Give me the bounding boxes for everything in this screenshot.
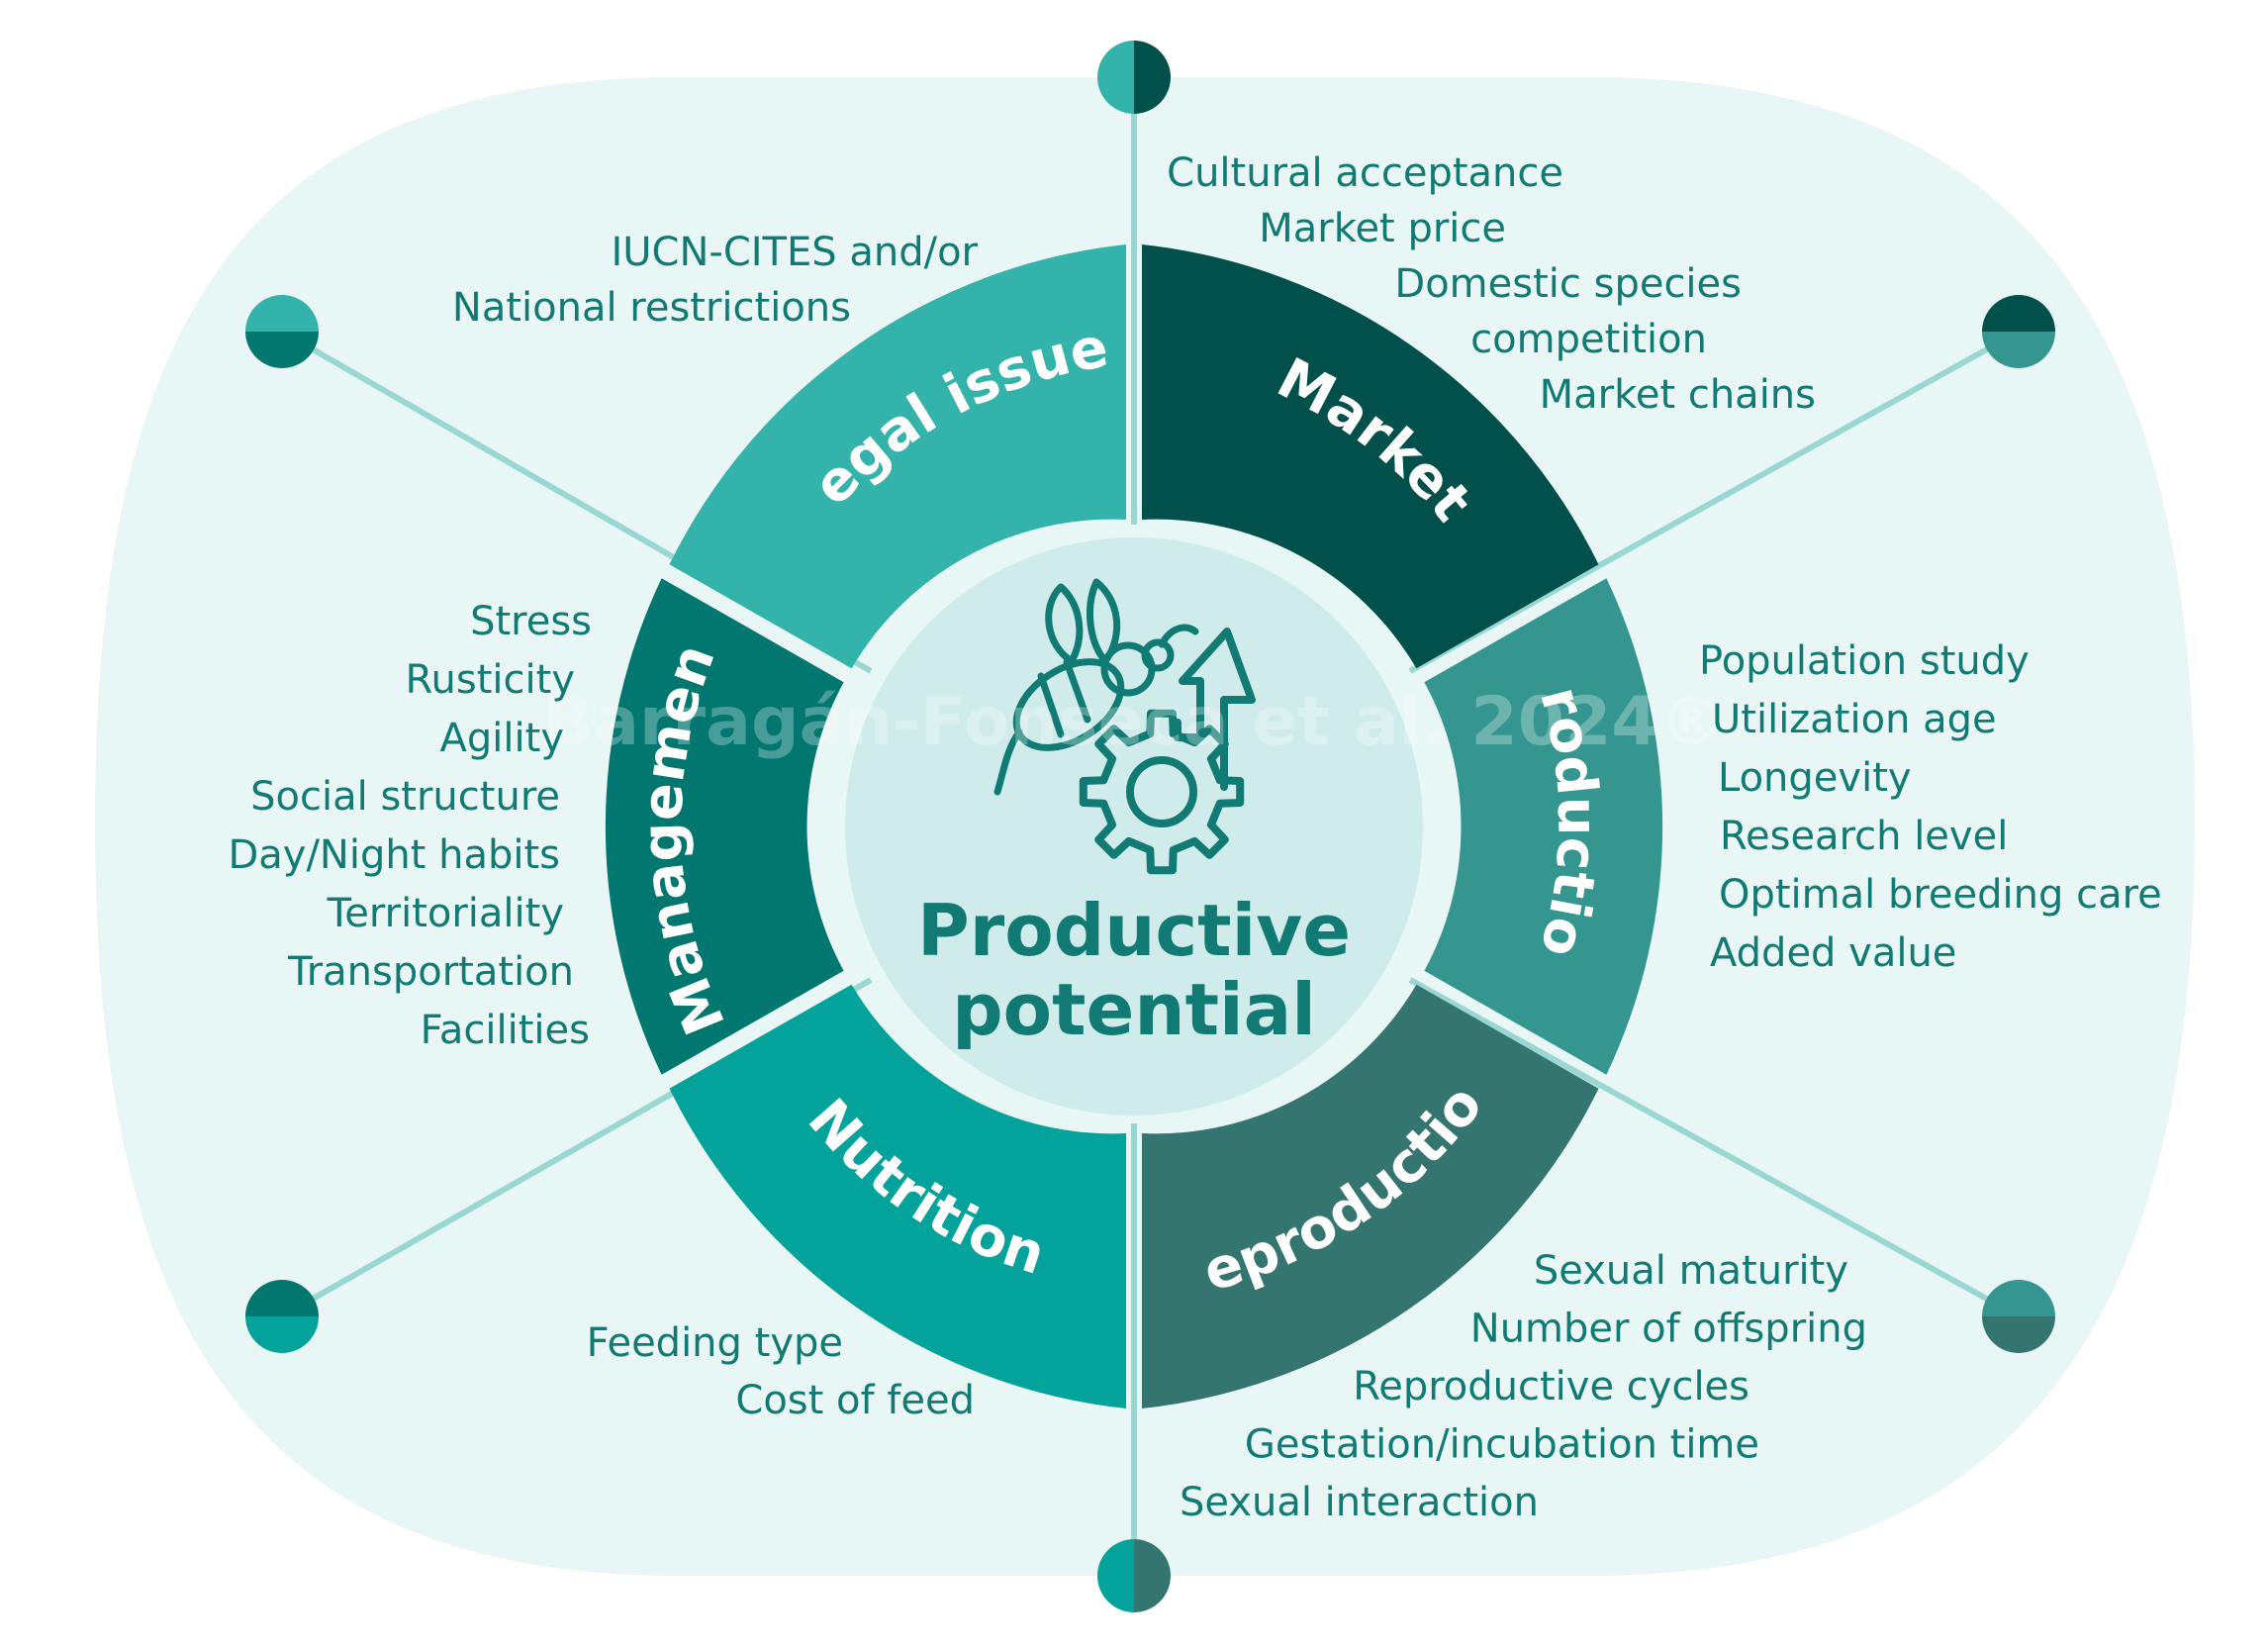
dot-lower-left <box>245 1280 319 1353</box>
reproduction-factor: Gestation/incubation time <box>1245 1422 1759 1468</box>
legal-factor: IUCN-CITES and/or <box>611 230 978 275</box>
segment-management <box>605 578 844 1075</box>
segment-reproduction <box>1142 984 1599 1408</box>
management-factor: Rusticity <box>406 657 575 703</box>
management-factor: Day/Night habits <box>228 832 560 878</box>
production-factor: Longevity <box>1718 755 1912 801</box>
dot-upper-right <box>1982 295 2055 368</box>
reproduction-factor: Reproductive cycles <box>1353 1364 1749 1409</box>
dot-half <box>245 1280 319 1316</box>
center-title-line-1: Productive <box>917 889 1351 972</box>
nutrition-factor: Cost of feed <box>735 1378 975 1423</box>
management-factor: Transportation <box>287 949 574 995</box>
production-factor: Utilization age <box>1712 697 1997 742</box>
dot-half <box>245 332 319 368</box>
management-factor: Agility <box>440 716 564 761</box>
dot-upper-left <box>245 295 319 368</box>
management-factor: Facilities <box>421 1008 590 1053</box>
market-factor: Cultural acceptance <box>1167 150 1563 196</box>
production-factor: Research level <box>1720 814 2008 859</box>
segment-market <box>1142 244 1599 669</box>
dot-half <box>1982 332 2055 368</box>
management-factor: Stress <box>470 599 592 644</box>
dot-bottom <box>1097 1539 1171 1612</box>
reproduction-factor: Sexual interaction <box>1180 1480 1539 1525</box>
market-factor: Domestic species <box>1394 261 1742 307</box>
dot-half <box>1982 1316 2055 1353</box>
market-factor: Market price <box>1259 206 1506 251</box>
reproduction-factor: Number of offspring <box>1470 1307 1867 1352</box>
dot-half <box>245 295 319 332</box>
bee-icon <box>993 578 1199 796</box>
market-factor: competition <box>1470 317 1707 362</box>
production-factor: Added value <box>1710 930 1956 976</box>
production-factor: Optimal breeding care <box>1719 872 2162 918</box>
segment-nutrition <box>669 984 1126 1408</box>
legal-factor: National restrictions <box>452 285 851 331</box>
dot-half <box>245 1316 319 1353</box>
management-factor: Territoriality <box>327 891 564 936</box>
gear-icon <box>1079 709 1245 875</box>
center-title-line-2: potential <box>952 968 1316 1051</box>
inner-circle <box>845 537 1423 1116</box>
production-factor: Population study <box>1699 638 2030 684</box>
dot-half <box>1134 1539 1171 1612</box>
segment-legal-issues <box>669 244 1126 669</box>
dot-half <box>1982 1280 2055 1316</box>
watermark: Barragán-Fonseca et al. 2024® <box>542 683 1725 761</box>
dot-half <box>1097 1539 1134 1612</box>
dot-half <box>1982 295 2055 332</box>
management-factor: Social structure <box>250 774 560 820</box>
nutrition-factor: Feeding type <box>587 1320 843 1366</box>
dot-half <box>1134 41 1171 114</box>
dot-half <box>1097 41 1134 114</box>
dot-lower-right <box>1982 1280 2055 1353</box>
market-factor: Market chains <box>1540 372 1816 418</box>
reproduction-factor: Sexual maturity <box>1534 1248 1848 1294</box>
spoke-upper-right <box>1408 329 2021 674</box>
spoke-lower-right <box>1408 977 2021 1319</box>
dot-top <box>1097 41 1171 114</box>
segment-production <box>1424 578 1663 1075</box>
